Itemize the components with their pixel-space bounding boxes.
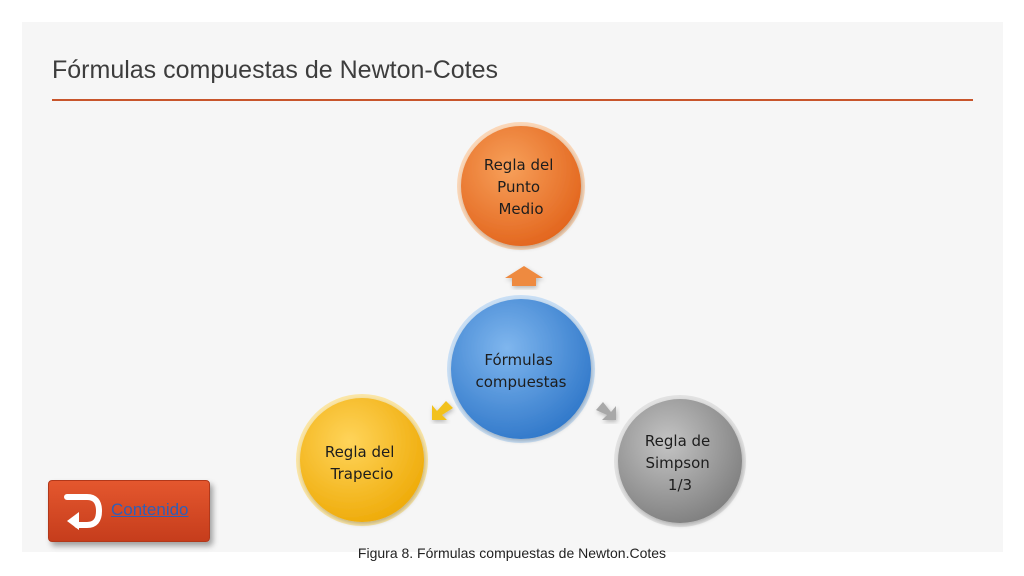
node-trapecio: Regla del Trapecio	[296, 394, 428, 526]
arrow-down-left-icon	[432, 401, 453, 420]
title-underline	[52, 99, 973, 101]
node-simpson-label: Regla de Simpson 1/3	[645, 432, 715, 494]
arrow-up-icon	[505, 266, 543, 286]
node-trapecio-line-2: Trapecio	[330, 465, 394, 483]
contenido-link[interactable]: Contenido	[111, 500, 189, 519]
contenido-button[interactable]: Contenido	[48, 480, 210, 542]
node-punto-medio-line-2: Punto	[497, 178, 540, 196]
slide-title: Fórmulas compuestas de Newton-Cotes	[52, 56, 499, 84]
node-punto-medio-label: Regla del Punto Medio	[484, 156, 558, 218]
node-center-line-1: Fórmulas	[484, 351, 553, 369]
node-simpson-line-1: Regla de	[645, 432, 710, 450]
node-punto-medio: Regla del Punto Medio	[457, 122, 585, 250]
node-trapecio-label: Regla del Trapecio	[325, 443, 399, 483]
slide-background	[22, 22, 1003, 552]
node-punto-medio-line-3: Medio	[498, 200, 543, 218]
node-center-line-2: compuestas	[476, 373, 567, 391]
node-trapecio-line-1: Regla del	[325, 443, 395, 461]
node-center: Fórmulas compuestas	[447, 295, 595, 443]
figure-caption: Figura 8. Fórmulas compuestas de Newton.…	[357, 545, 667, 561]
arrow-down-right-icon	[596, 402, 616, 420]
node-center-label: Fórmulas compuestas	[476, 351, 567, 391]
node-simpson-line-2: Simpson	[645, 454, 709, 472]
node-simpson: Regla de Simpson 1/3	[614, 395, 746, 527]
node-simpson-line-3: 1/3	[668, 476, 692, 494]
node-punto-medio-line-1: Regla del	[484, 156, 554, 174]
return-arrow-icon	[64, 494, 103, 530]
